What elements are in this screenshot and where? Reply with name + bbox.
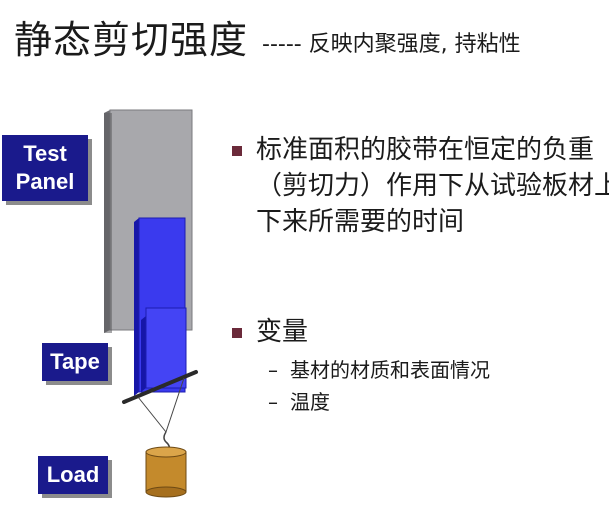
label-test-panel: Test Panel	[2, 135, 88, 201]
title-row: 静态剪切强度 ----- 反映内聚强度, 持粘性	[14, 14, 604, 70]
bullet-square-icon	[232, 146, 242, 156]
test-panel-shade	[104, 113, 112, 333]
label-test-panel-line2: Panel	[15, 169, 75, 194]
bullet-item: 标准面积的胶带在恒定的负重（剪切力）作用下从试验板材上下来所需要的时间	[232, 132, 609, 240]
tape-lower-side	[141, 316, 146, 392]
string-left	[137, 396, 167, 433]
weight-body	[145, 451, 187, 493]
sub-item-text: 温度	[290, 390, 330, 414]
weight-top	[145, 446, 187, 458]
sub-list: –基材的材质和表面情况 –温度	[268, 354, 598, 418]
tape-lower	[145, 307, 187, 389]
sub-item-dash: –	[268, 390, 278, 414]
sub-item: –温度	[268, 386, 598, 418]
page-title: 静态剪切强度	[14, 18, 249, 62]
page-subtitle: ----- 反映内聚强度, 持粘性	[262, 32, 521, 57]
bullet-square-icon	[232, 328, 242, 338]
sub-item-text: 基材的材质和表面情况	[290, 358, 490, 382]
label-test-panel-line1: Test	[23, 141, 67, 166]
sub-item-dash: –	[268, 358, 278, 382]
bullet-text: 标准面积的胶带在恒定的负重（剪切力）作用下从试验板材上下来所需要的时间	[256, 135, 609, 237]
string-right	[165, 377, 185, 433]
tape-upper-side	[134, 218, 139, 396]
hanger-bar	[122, 370, 198, 404]
weight-bottom	[145, 486, 187, 498]
sub-item: –基材的材质和表面情况	[268, 354, 598, 386]
bullet-item: 变量	[232, 314, 609, 350]
label-tape: Tape	[42, 343, 108, 381]
bullet-text: 变量	[256, 317, 309, 347]
label-load: Load	[38, 456, 108, 494]
